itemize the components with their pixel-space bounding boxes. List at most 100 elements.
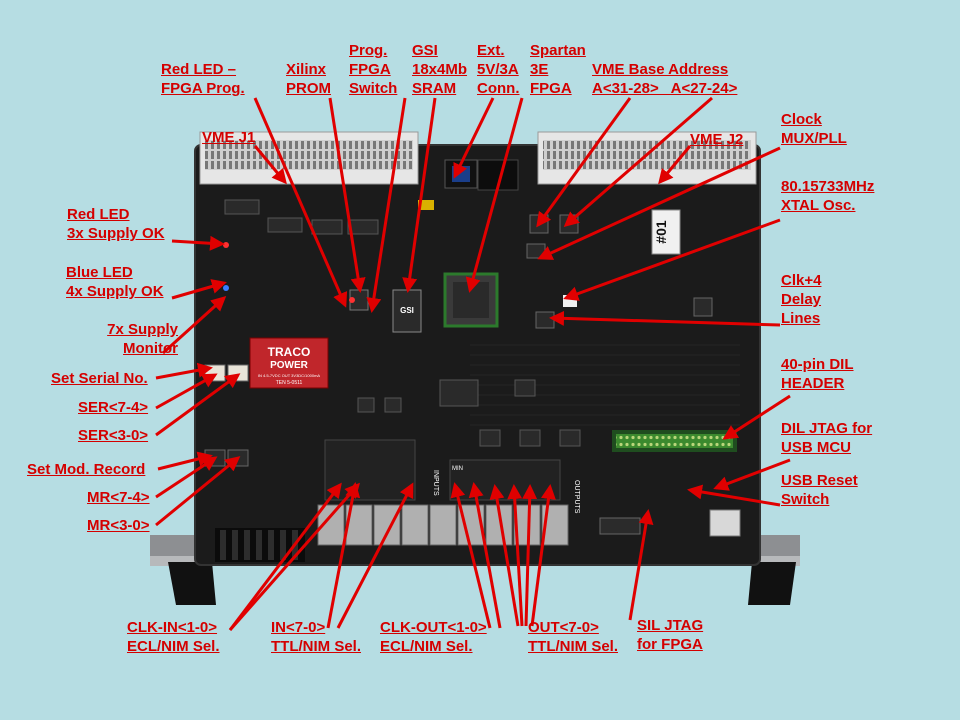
callout-line: Set Serial No.: [51, 370, 148, 387]
arrow-in-b: [336, 482, 414, 629]
arrow-spartan-fpga: [465, 97, 524, 293]
board-number: #01: [653, 220, 669, 244]
arrow-clock-mux: [537, 146, 781, 260]
callout-ext-power-conn: Ext. 5V/3A Conn.: [477, 41, 520, 98]
usb-connector: [709, 509, 741, 537]
ic-2: [267, 217, 303, 233]
arrow-clk-in-a: [228, 482, 342, 631]
arrow-vme-j1: [253, 145, 287, 185]
callout-vme-j2: VME J2: [690, 130, 743, 149]
arrow-blue-led: [171, 279, 227, 300]
callout-line: Delay: [781, 291, 822, 308]
callout-xilinx-prom: Xilinx PROM: [286, 60, 331, 98]
arrow-sil-jtag: [628, 509, 654, 621]
arrow-vme-base-a: [536, 97, 632, 228]
callout-line: DIL JTAG for: [781, 420, 873, 437]
callout-blue-led-supply: Blue LED 4x Supply OK: [66, 263, 164, 301]
traco-spec: IN 4.5-7VDC OUT 3V3DC/1000mA: [258, 373, 321, 378]
callout-line: 7x Supply: [107, 321, 178, 338]
callout-line: USB MCU: [781, 439, 851, 456]
callout-line: VME J1: [202, 129, 256, 146]
left-handle: [168, 562, 216, 605]
outputs-label: OUTPUTS: [573, 480, 580, 514]
callout-sil-jtag-fpga: SIL JTAG for FPGA: [637, 616, 703, 654]
callout-red-led-supply: Red LED 3x Supply OK: [67, 205, 165, 243]
callout-in-sel: IN<7-0> TTL/NIM Sel.: [271, 618, 361, 656]
callout-spartan-fpga: Spartan 3E FPGA: [530, 41, 586, 98]
dil-header-pins: [616, 434, 733, 448]
callout-mr-3-0: MR<3-0>: [87, 516, 150, 535]
callout-line: 3E: [530, 61, 549, 78]
callout-line: Conn.: [477, 80, 520, 97]
callout-line: SIL JTAG: [637, 617, 704, 634]
arrow-xtal-osc: [563, 218, 781, 301]
callout-line: SRAM: [412, 80, 457, 97]
callout-line: FPGA: [530, 80, 572, 97]
callout-line: Switch: [349, 80, 398, 97]
callout-line: VME Base Address: [592, 61, 729, 78]
callout-ser-3-0: SER<3-0>: [78, 426, 148, 445]
callout-line: CLK-IN<1-0>: [127, 619, 218, 636]
callout-line: OUT<7-0>: [528, 619, 599, 636]
arrow-mr-3-0: [155, 456, 241, 527]
callout-line: Xilinx: [286, 61, 327, 78]
driver-chip-2: [514, 379, 536, 397]
fpga-prog-led: [349, 297, 355, 303]
callout-line: MR<7-4>: [87, 489, 150, 506]
callout-line: Spartan: [530, 42, 586, 59]
callout-mr-7-4: MR<7-4>: [87, 488, 150, 507]
tantalum-cap: [418, 200, 434, 210]
arrow-prog-fpga-switch: [366, 97, 407, 313]
callout-line: GSI: [412, 42, 438, 59]
callout-line: Clock: [781, 111, 822, 128]
callout-line: Red LED –: [161, 61, 237, 78]
arrow-out-c: [522, 484, 538, 627]
driver-chip-3: [479, 429, 501, 447]
arrow-delay-lines: [549, 310, 781, 327]
callout-line: SER<3-0>: [78, 427, 149, 444]
arrow-out-b: [507, 484, 524, 627]
callout-line: Ext.: [477, 42, 505, 59]
callout-gsi-sram: GSI 18x4Mb SRAM: [412, 41, 467, 98]
callout-line: A<31-28> A<27-24>: [592, 80, 738, 97]
callout-prog-fpga-switch: Prog. FPGA Switch: [349, 41, 397, 98]
callout-line: Clk+4: [781, 272, 822, 289]
callout-line: 5V/3A: [477, 61, 519, 78]
callout-line: MUX/PLL: [781, 130, 847, 147]
usb-mcu-chip: [693, 297, 713, 317]
arrow-dil-header: [722, 394, 791, 440]
arrow-gsi-sram: [402, 97, 437, 293]
arrow-usb-reset: [687, 484, 781, 507]
inputs-label: INPUTS: [432, 470, 439, 496]
arrow-dil-jtag: [713, 458, 791, 491]
arrow-ser-7-4: [155, 373, 218, 410]
callout-line: Monitor: [123, 340, 178, 357]
traco-model: TEN 5-0511: [276, 380, 303, 386]
callout-clk-out-sel: CLK-OUT<1-0> ECL/NIM Sel.: [380, 618, 487, 656]
callout-dil-jtag-usb: DIL JTAG for USB MCU: [781, 419, 872, 457]
callout-red-led-fpga-prog: Red LED – FPGA Prog.: [161, 60, 245, 98]
callout-clk-delay-lines: Clk+4 Delay Lines: [781, 271, 821, 328]
callout-line: PROM: [286, 80, 331, 97]
arrow-vme-base-b: [563, 96, 713, 227]
callout-line: Prog.: [349, 42, 388, 59]
driver-chip-4: [519, 429, 541, 447]
driver-chip-1: [439, 379, 479, 407]
callout-line: ECL/NIM Sel.: [380, 638, 473, 655]
callout-line: IN<7-0>: [271, 619, 326, 636]
arrow-ser-3-0: [155, 373, 241, 437]
callout-supply-monitor: 7x Supply Monitor: [80, 320, 178, 358]
callout-line: XTAL Osc.: [781, 197, 856, 214]
traco-power-module: [249, 337, 329, 389]
callout-ser-7-4: SER<7-4>: [78, 398, 148, 417]
callout-line: 4x Supply OK: [66, 283, 164, 300]
ic-4: [347, 219, 379, 235]
callout-line: FPGA: [349, 61, 391, 78]
callout-line: Set Mod. Record: [27, 461, 146, 478]
callout-line: VME J2: [690, 131, 744, 148]
callout-line: 18x4Mb: [412, 61, 468, 78]
arrow-vme-j2: [658, 145, 692, 185]
arrow-mr-7-4: [155, 456, 218, 499]
callout-line: CLK-OUT<1-0>: [380, 619, 487, 636]
